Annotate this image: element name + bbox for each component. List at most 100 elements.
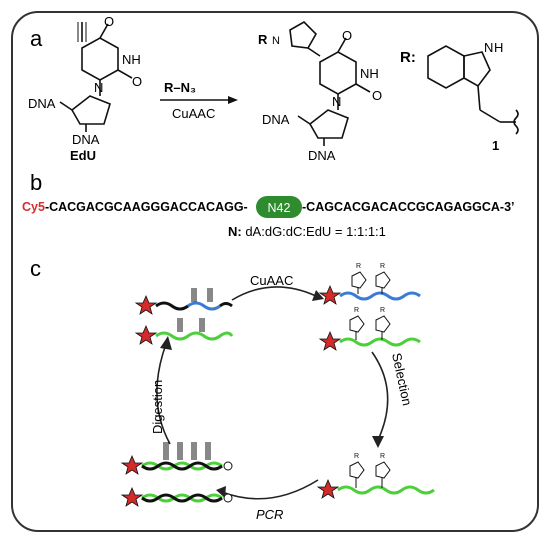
triazole-br-a [349, 461, 365, 479]
strands-top-left [134, 288, 234, 345]
triazoles-tr-2 [349, 315, 391, 340]
arrowhead-cuaac [312, 290, 324, 301]
indole-structure [427, 45, 519, 135]
indole-chain-2 [479, 109, 501, 123]
triazole-link [307, 47, 321, 57]
compound-number: 1 [492, 138, 499, 153]
edu-dna-5: DNA [28, 96, 56, 111]
star-br [316, 478, 340, 499]
strand-bl-2-black [141, 493, 223, 503]
star-tr-2 [318, 330, 342, 351]
panel-label-b: b [30, 170, 42, 195]
step-cuaac: CuAAC [250, 273, 293, 288]
strand-tr-1 [339, 291, 421, 301]
alkyne-bl-1a [163, 442, 169, 460]
reaction-label: CuAAC [172, 106, 215, 121]
arrow-pcr [221, 479, 319, 500]
r-br-b: R [380, 453, 385, 460]
r-tr-2a: R [354, 307, 359, 314]
sequence-line: Cy5-CACGACGCAAGGGACCACAGG- [22, 200, 248, 214]
strands-top-right: R R R R [318, 263, 421, 351]
triazole-tr-2b [375, 315, 391, 333]
edu-nh: NH [122, 52, 141, 67]
product-n: N [332, 94, 341, 109]
attachment-wavy [513, 109, 519, 135]
alkynes-bl-1 [163, 442, 211, 460]
product-carbonyl-top [337, 37, 347, 53]
triazoles-tr-1 [351, 271, 391, 294]
alkyne-tl-2a [177, 318, 183, 332]
sequence-right: -CAGCACGACACCGCAGAGGCA-3’ [302, 200, 515, 214]
carbonyl-top [99, 23, 109, 39]
indole-pyrrole [463, 51, 491, 88]
star-tr-1 [318, 284, 342, 305]
product-c5 [297, 115, 311, 125]
product-ribose [308, 109, 349, 139]
alkynes-tl-2 [177, 318, 205, 332]
star-tl-2 [134, 324, 158, 345]
triazoles-br [349, 461, 391, 488]
cycle-arrows [156, 286, 389, 500]
arrowhead-pcr [216, 486, 226, 498]
arrow-digestion [156, 343, 171, 445]
carbonyl-right [117, 69, 133, 79]
product-dna-3: DNA [308, 148, 336, 163]
alkyne-tl-1b [207, 288, 213, 302]
strands-bottom-right: R R [316, 453, 435, 499]
triazole-tr-2a [349, 315, 365, 333]
n42-badge [256, 196, 302, 218]
n-composition-ratio: dA:dG:dC:EdU = 1:1:1:1 [242, 224, 386, 239]
product-carbonyl-right [355, 83, 371, 93]
product-r: R [258, 32, 268, 47]
indole-chain-1 [477, 85, 481, 111]
product-o-top: O [342, 28, 352, 43]
n-composition-label: N: [228, 224, 242, 239]
strands-bottom-left [120, 442, 233, 507]
r-br-a: R [354, 453, 359, 460]
n-composition: N: dA:dG:dC:EdU = 1:1:1:1 [228, 224, 386, 239]
step-digestion: Digestion [150, 380, 165, 434]
indole-nh-n: N [484, 40, 493, 55]
alkyne-tl-2b [199, 318, 205, 332]
sequence-left: -CACGACGCAAGGGACCACAGG- [45, 200, 248, 214]
edu-dna-3: DNA [72, 132, 100, 147]
c5-bond [59, 101, 73, 111]
product-n1: N [272, 35, 280, 47]
edu-o-right: O [132, 74, 142, 89]
alkyne-bl-1b [177, 442, 183, 460]
step-pcr: PCR [256, 507, 283, 522]
indole-nh-h: H [494, 40, 503, 55]
triazole-links-tr-2 [355, 332, 383, 340]
strand-tl-1-blue [187, 301, 221, 311]
triazole-tr-1a [351, 271, 367, 289]
strand-bl-1-black [141, 461, 223, 471]
phosphate-bl-2 [223, 493, 233, 503]
alkyne-bl-1d [205, 442, 211, 460]
arrow-selection [371, 351, 389, 441]
panel-label-a: a [30, 26, 43, 51]
strand-br [337, 485, 435, 495]
strand-tl-2-green [155, 331, 234, 341]
product-nh: NH [360, 66, 379, 81]
edu-label: EdU [70, 148, 96, 163]
strand-tl-1-black-end [219, 302, 233, 308]
strand-tl-1-black [155, 301, 189, 311]
reaction-arrow-head [228, 96, 238, 104]
r-group-label: R: [400, 49, 416, 66]
edu-n: N [94, 80, 103, 95]
r-tr-1a: R [356, 263, 361, 270]
star-bl-1 [120, 454, 144, 475]
alkynes-tl-1 [191, 288, 213, 302]
triazole-ring [289, 21, 317, 49]
arrowhead-digestion [160, 336, 172, 350]
product-dna-5: DNA [262, 112, 290, 127]
cycle-arrowheads [160, 290, 384, 498]
strand-tr-2 [339, 337, 421, 347]
triazole-links-br [355, 478, 383, 488]
product-o-right: O [372, 88, 382, 103]
triazole-tr-1b [375, 271, 391, 289]
alkyne-bl-1c [191, 442, 197, 460]
panel-label-c: c [30, 256, 41, 281]
